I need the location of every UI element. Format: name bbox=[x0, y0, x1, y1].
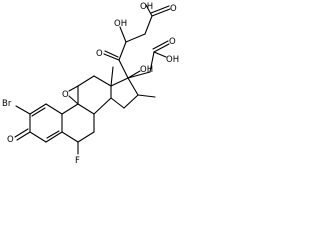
bond-c8-c14 bbox=[93, 97, 112, 115]
bond-c9-o-epoxide bbox=[68, 95, 79, 105]
label-oh-top: OH bbox=[140, 2, 153, 12]
bond-c5-c6 bbox=[61, 131, 79, 143]
atom-labels: OH O OH O OH O OH Br O O F bbox=[2, 2, 179, 166]
structure-canvas: OH O OH O OH O OH Br O O F bbox=[0, 0, 188, 175]
bond-c20-o-ketone bbox=[103, 53, 120, 61]
label-oh-c17: OH bbox=[140, 65, 153, 75]
bond-cooh-o-double bbox=[150, 5, 170, 14]
label-f: F bbox=[75, 156, 80, 166]
bond-c3-c4 bbox=[29, 131, 47, 143]
bond-ch2-cooh bbox=[144, 15, 153, 35]
bond-c10-c1 bbox=[45, 103, 63, 115]
label-o-acid2: O bbox=[169, 37, 176, 47]
bond-c6-c7 bbox=[77, 131, 95, 143]
label-o-c3: O bbox=[7, 135, 14, 145]
bond-c13-methyl bbox=[110, 66, 114, 87]
label-oh-acid2: OH bbox=[166, 55, 179, 65]
bond-c9-c8 bbox=[77, 103, 95, 115]
bond-c21-ch2 bbox=[125, 33, 146, 43]
bond-c17-c16 bbox=[127, 77, 139, 96]
chemical-structure-diagram: OH O OH O OH O OH Br O O F bbox=[2, 2, 179, 166]
bond-c2-br bbox=[15, 105, 31, 115]
bond-c17-oh bbox=[127, 70, 141, 79]
label-o-ketone: O bbox=[96, 49, 103, 59]
bond-ch2b-acid bbox=[149, 51, 155, 73]
bond-c13-c17 bbox=[110, 77, 129, 87]
bond-c13-c12 bbox=[93, 75, 112, 87]
label-oh-acid: OH bbox=[114, 19, 127, 29]
bond-c17-ch2b bbox=[127, 71, 151, 79]
bond-c15-c14 bbox=[110, 97, 125, 109]
bond-c3-o-double bbox=[14, 128, 29, 138]
bond-c16-methyl bbox=[137, 94, 156, 98]
bond-cooh-oh bbox=[145, 4, 153, 17]
label-o-epoxide: O bbox=[62, 90, 69, 100]
bond-c16-c15 bbox=[123, 94, 139, 109]
bond-c11-o-epoxide bbox=[68, 85, 79, 92]
bond-cooh-o bbox=[151, 8, 171, 17]
bond-c3-o bbox=[16, 131, 31, 141]
bond-c20-c21 bbox=[118, 41, 127, 61]
bond-c17-c20 bbox=[118, 59, 129, 79]
bond-c12-c11 bbox=[77, 75, 95, 87]
bond-c9-c10 bbox=[61, 103, 79, 115]
bond-acid2-oh bbox=[153, 51, 167, 58]
bond-c21-oh bbox=[119, 26, 127, 43]
label-o-top-right: O bbox=[170, 4, 177, 14]
bond-lines bbox=[14, 4, 171, 155]
bond-c4-c5-double bbox=[46, 130, 60, 139]
bond-c20-o-ketone-double bbox=[104, 50, 119, 58]
bond-c1-c2 bbox=[29, 103, 47, 115]
bond-acid2-o-double bbox=[152, 40, 169, 50]
label-br: Br bbox=[2, 99, 12, 109]
bond-c1-c2-double bbox=[31, 107, 46, 117]
bond-acid2-o bbox=[153, 43, 170, 53]
bond-c4-c5 bbox=[45, 131, 63, 143]
